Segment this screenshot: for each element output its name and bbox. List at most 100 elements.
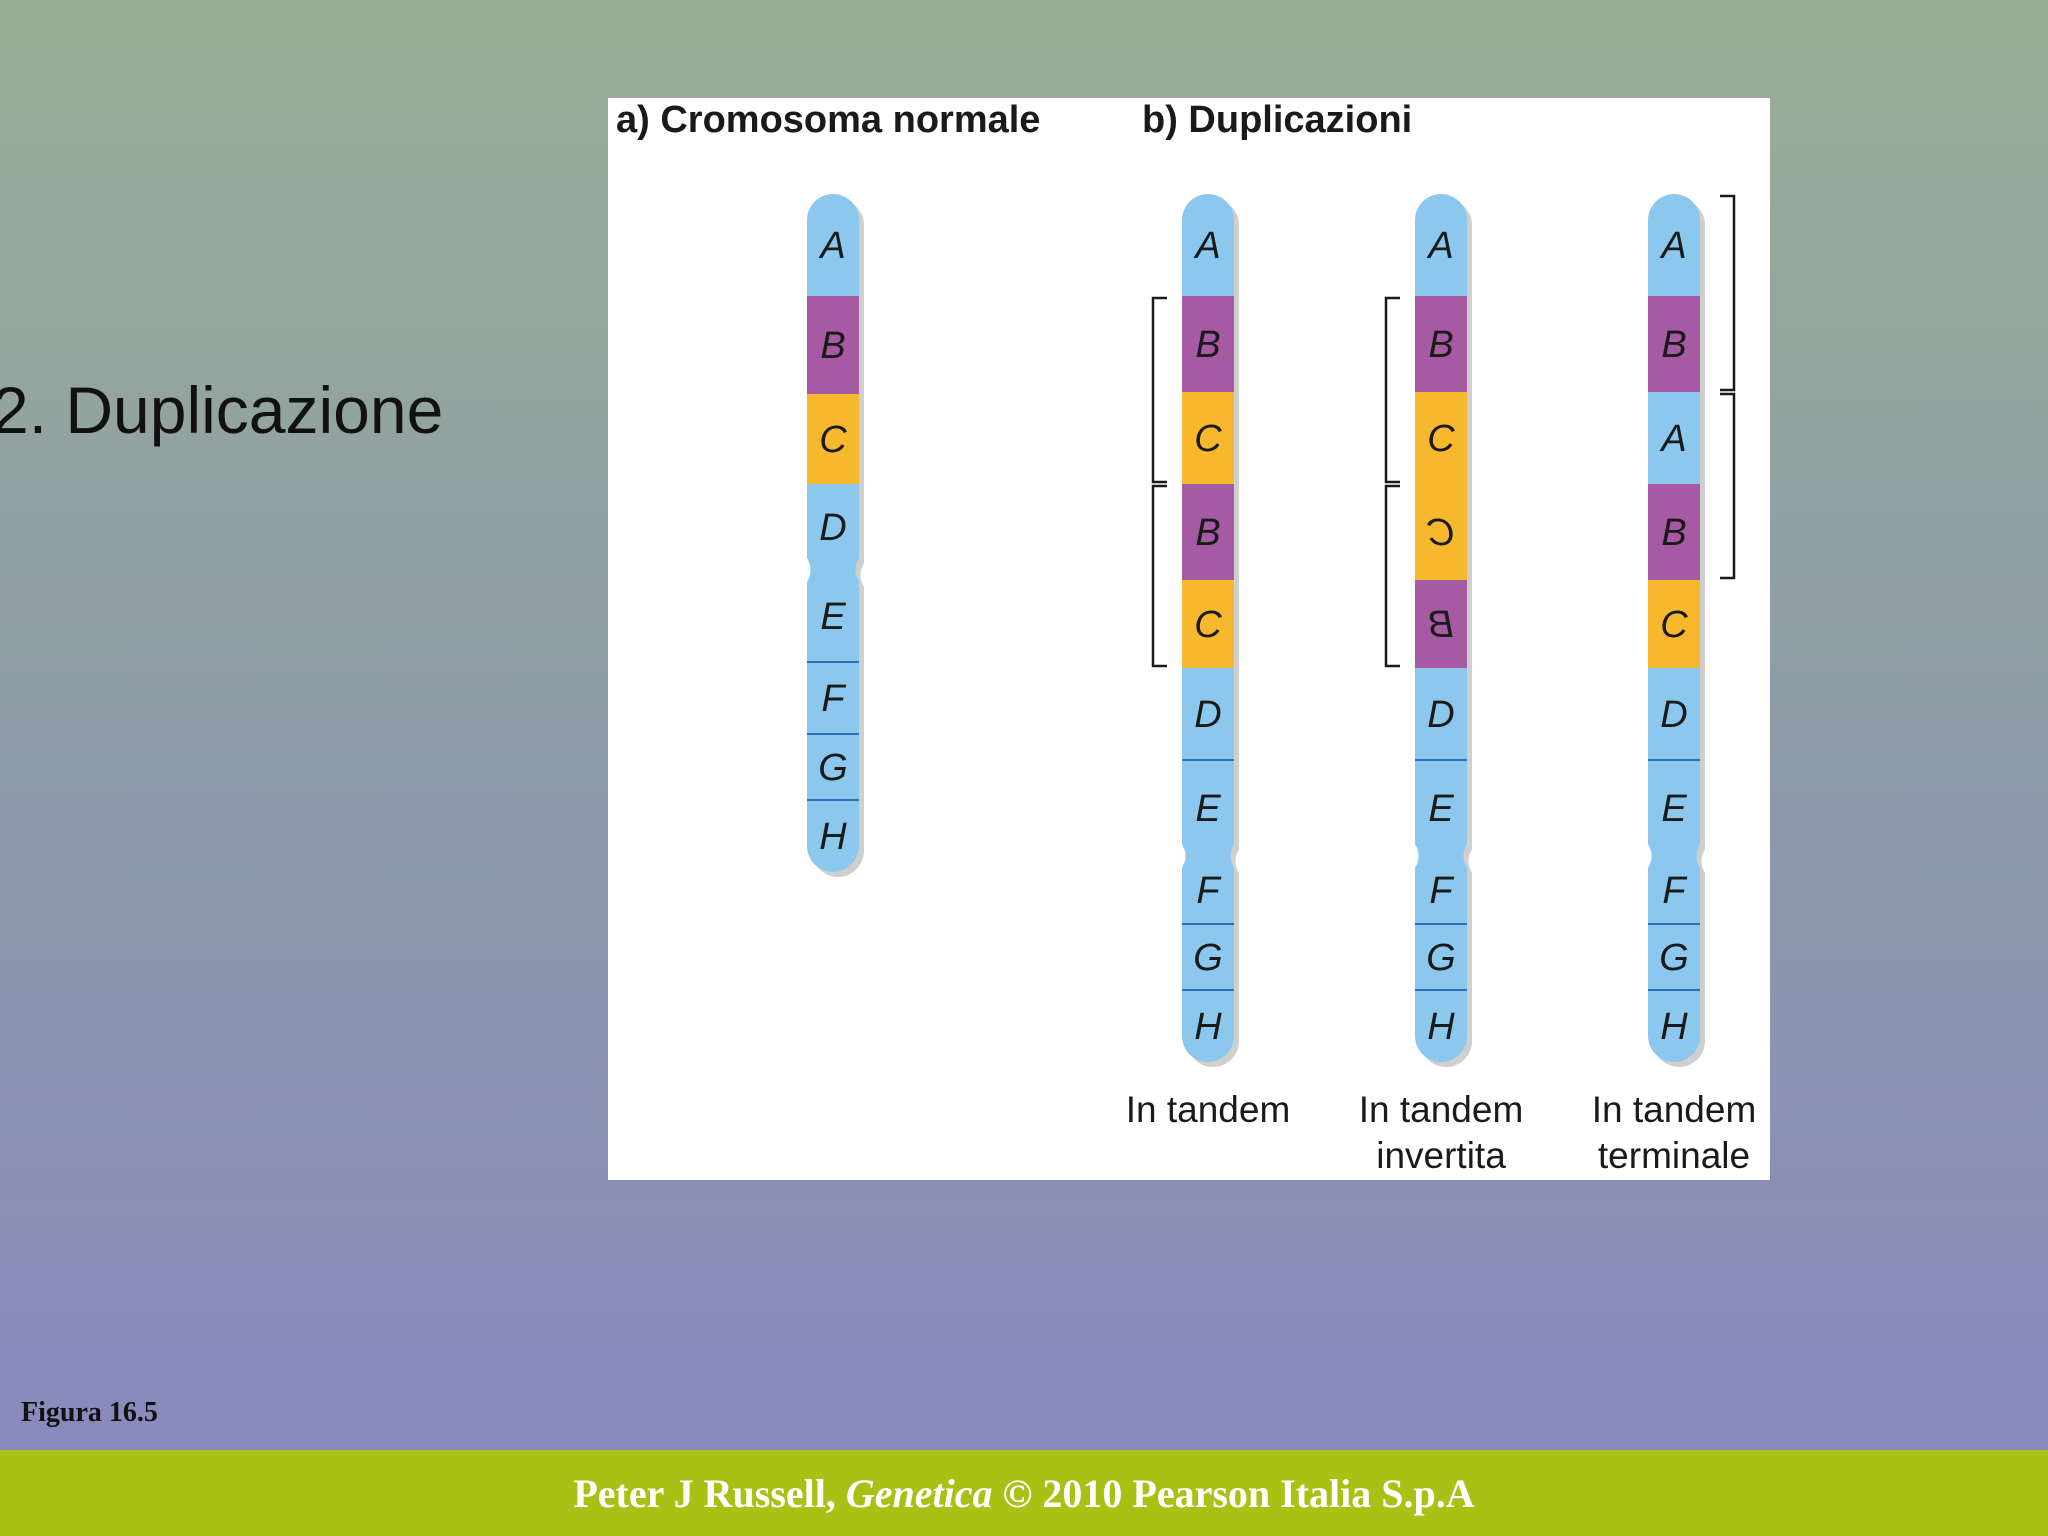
segment-d — [1182, 668, 1234, 760]
segment-label: B — [1661, 512, 1686, 554]
segment-label: E — [1428, 788, 1454, 830]
segment-h — [1415, 990, 1467, 1062]
chromosome-segments — [1182, 194, 1234, 1062]
footer-bar: Peter J Russell, Genetica © 2010 Pearson… — [0, 1450, 2048, 1536]
segment-c — [1415, 484, 1467, 580]
segment-f — [807, 662, 859, 734]
duplication-bracket — [1151, 484, 1167, 668]
segment-label: C — [1427, 418, 1455, 460]
segment-label: A — [818, 225, 845, 267]
segment-e — [1415, 760, 1467, 856]
segment-label: H — [1427, 1006, 1455, 1048]
segment-g — [1648, 924, 1700, 990]
segment-label: G — [1659, 937, 1689, 979]
segment-label: A — [1426, 225, 1453, 267]
segment-a — [1182, 194, 1234, 296]
segment-b — [1415, 296, 1467, 392]
segment-label: C — [819, 419, 847, 461]
segment-label: D — [819, 507, 846, 549]
segment-b — [807, 296, 859, 394]
segment-g — [807, 734, 859, 800]
segment-b — [1415, 580, 1467, 668]
segment-e — [807, 570, 859, 662]
segment-h — [1648, 990, 1700, 1062]
segment-b — [1648, 484, 1700, 580]
chromosome-caption: In tandem — [1126, 1089, 1291, 1130]
segment-label: C — [1427, 512, 1455, 554]
segment-label: F — [1196, 870, 1221, 912]
segment-b — [1182, 296, 1234, 392]
duplication-bracket — [1720, 392, 1736, 580]
segment-label: B — [1428, 324, 1453, 366]
segment-b — [1648, 296, 1700, 392]
segment-label: G — [818, 747, 848, 789]
footer-book-title: Genetica — [845, 1470, 993, 1516]
duplication-bracket — [1384, 484, 1400, 668]
slide-title: 2. Duplicazione — [0, 373, 444, 447]
segment-label: B — [820, 325, 845, 367]
segment-label: B — [1661, 324, 1686, 366]
chromosome-caption: In tandem — [1592, 1089, 1757, 1130]
segment-h — [1182, 990, 1234, 1062]
segment-label: C — [1194, 418, 1222, 460]
segment-c — [1182, 392, 1234, 484]
segment-label: E — [820, 596, 846, 638]
segment-e — [1182, 760, 1234, 856]
segment-e — [1648, 760, 1700, 856]
segment-label: H — [819, 816, 847, 858]
duplication-bracket — [1384, 296, 1400, 484]
segment-label: B — [1428, 604, 1453, 646]
segment-label: A — [1659, 225, 1686, 267]
segment-label: A — [1193, 225, 1220, 267]
segment-label: E — [1661, 788, 1687, 830]
segment-d — [1415, 668, 1467, 760]
segment-label: G — [1426, 937, 1456, 979]
chromosome-segments — [807, 194, 859, 872]
header-normal-chromosome: a) Cromosoma normale — [616, 99, 1040, 141]
segment-f — [1182, 856, 1234, 924]
segment-b — [1182, 484, 1234, 580]
segment-label: D — [1660, 694, 1687, 736]
footer-copyright: © 2010 Pearson Italia S.p.A — [992, 1470, 1475, 1516]
segment-label: B — [1195, 512, 1220, 554]
segment-c — [807, 394, 859, 484]
segment-a — [1415, 194, 1467, 296]
segment-f — [1648, 856, 1700, 924]
footer-citation: Peter J Russell, Genetica © 2010 Pearson… — [573, 1470, 1474, 1517]
segment-f — [1415, 856, 1467, 924]
segment-label: A — [1659, 418, 1686, 460]
segment-a — [1648, 194, 1700, 296]
chromosome-diagram: a) Cromosoma normale b) Duplicazioni A B C… — [616, 99, 1757, 1176]
segment-label: G — [1193, 937, 1223, 979]
figure-panel: a) Cromosoma normale b) Duplicazioni A B C… — [608, 98, 1770, 1180]
segment-d — [807, 484, 859, 570]
header-duplications: b) Duplicazioni — [1142, 99, 1412, 141]
segment-g — [1182, 924, 1234, 990]
segment-label: D — [1194, 694, 1221, 736]
figure-label: Figura 16.5 — [21, 1397, 158, 1428]
chromosome-segments — [1648, 194, 1700, 1062]
segment-label: D — [1427, 694, 1454, 736]
segment-c — [1182, 580, 1234, 668]
footer-author: Peter J Russell, — [573, 1470, 846, 1516]
segment-label: C — [1194, 604, 1222, 646]
segment-label: F — [821, 678, 846, 720]
segment-a — [1648, 392, 1700, 484]
segment-label: E — [1195, 788, 1221, 830]
segment-label: B — [1195, 324, 1220, 366]
segment-h — [807, 800, 859, 872]
segment-label: F — [1662, 870, 1687, 912]
chromosome-caption: terminale — [1598, 1135, 1750, 1176]
segment-c — [1648, 580, 1700, 668]
duplication-bracket — [1720, 194, 1736, 392]
segment-d — [1648, 668, 1700, 760]
segment-label: F — [1429, 870, 1454, 912]
segment-c — [1415, 392, 1467, 484]
segment-label: H — [1194, 1006, 1222, 1048]
chromosome-segments — [1415, 194, 1467, 1062]
